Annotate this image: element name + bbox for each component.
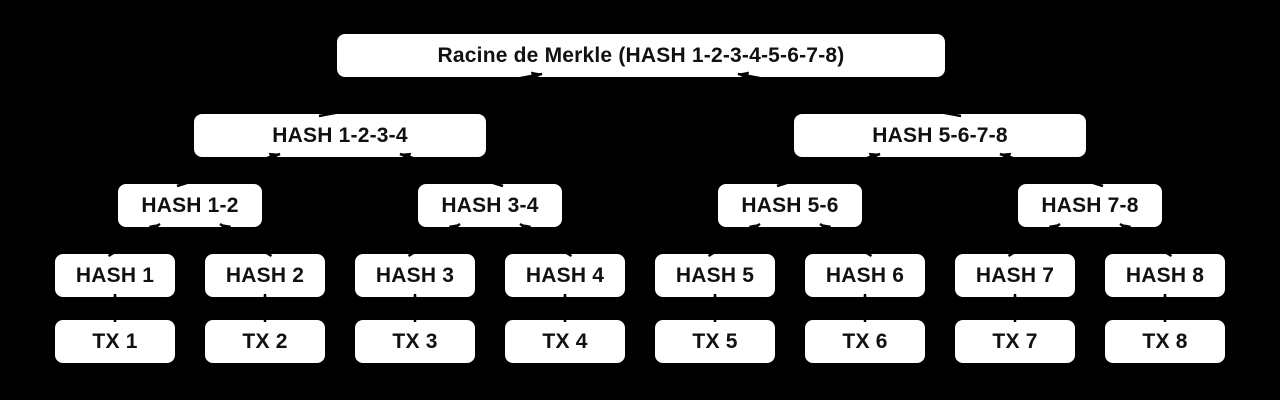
node-hash-1-2: HASH 1-2 [116, 182, 264, 229]
node-hash-4: HASH 4 [503, 252, 627, 299]
node-hash-3: HASH 3 [353, 252, 477, 299]
node-merkle-root: Racine de Merkle (HASH 1-2-3-4-5-6-7-8) [335, 32, 947, 79]
node-tx-4: TX 4 [503, 318, 627, 365]
node-tx-2: TX 2 [203, 318, 327, 365]
node-hash-7-8: HASH 7-8 [1016, 182, 1164, 229]
node-hash-7: HASH 7 [953, 252, 1077, 299]
node-hash-1-2-3-4: HASH 1-2-3-4 [192, 112, 488, 159]
node-hash-5: HASH 5 [653, 252, 777, 299]
node-tx-1: TX 1 [53, 318, 177, 365]
edges-quad-to-root [318, 71, 962, 118]
node-hash-5-6-7-8: HASH 5-6-7-8 [792, 112, 1088, 159]
node-hash-2: HASH 2 [203, 252, 327, 299]
node-tx-7: TX 7 [953, 318, 1077, 365]
edge-hash1234-root [318, 71, 543, 118]
node-tx-6: TX 6 [803, 318, 927, 365]
node-tx-5: TX 5 [653, 318, 777, 365]
node-hash-3-4: HASH 3-4 [416, 182, 564, 229]
node-tx-8: TX 8 [1103, 318, 1227, 365]
node-hash-8: HASH 8 [1103, 252, 1227, 299]
node-tx-3: TX 3 [353, 318, 477, 365]
node-hash-1: HASH 1 [53, 252, 177, 299]
node-hash-5-6: HASH 5-6 [716, 182, 864, 229]
node-hash-6: HASH 6 [803, 252, 927, 299]
edge-hash5678-root [737, 71, 962, 118]
